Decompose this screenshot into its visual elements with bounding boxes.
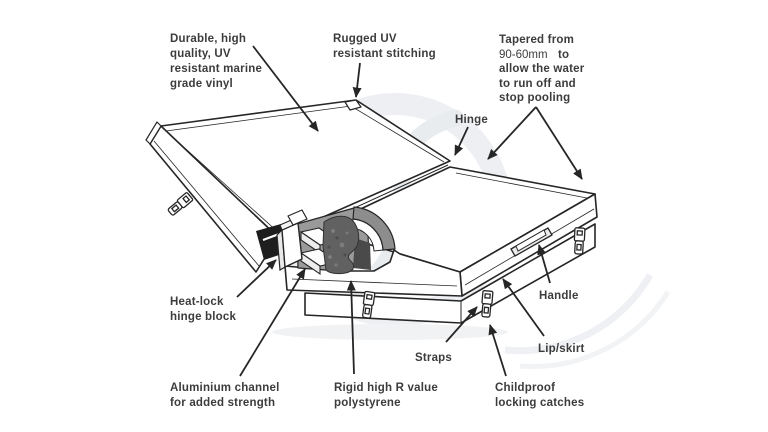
arrow-childproof [488, 324, 507, 377]
cover-left-half [145, 99, 451, 273]
left-panel-cut-end [287, 209, 308, 226]
arrow-lip-skirt [502, 278, 545, 337]
labels: Durable, high quality, UV resistant mari… [170, 33, 588, 409]
corner-end-facet [145, 121, 162, 145]
arrow-tapered-right [535, 106, 583, 180]
label-hinge: Hinge [455, 114, 488, 126]
arrow-stitching [352, 62, 362, 98]
label-uv-stitching: Rugged UV resistant stitching [333, 33, 436, 60]
label-lip-skirt: Lip/skirt [538, 343, 585, 355]
strap-left [167, 192, 194, 216]
ground-shadow [272, 324, 508, 340]
strap-center [362, 290, 376, 319]
arrow-handle [537, 244, 551, 284]
arrow-vinyl [252, 45, 319, 132]
arrow-polystyrene [346, 280, 356, 375]
strap-far-right [573, 227, 586, 255]
label-aluminium-channel: Aluminium channel for added strength [170, 382, 283, 409]
arrow-aluminium [239, 268, 306, 377]
left-half-top-face [160, 99, 451, 238]
polystyrene-foam [322, 215, 360, 275]
cover-right-half [284, 164, 598, 324]
straps [167, 192, 586, 319]
ridge-end-facet [344, 99, 362, 111]
arrow-heat-lock [236, 259, 277, 298]
label-childproof-catches: Childproof locking catches [495, 382, 584, 409]
label-polystyrene: Rigid high R value polystyrene [334, 382, 441, 409]
label-handle: Handle [539, 290, 579, 302]
arrow-hinge [454, 126, 469, 156]
label-straps: Straps [415, 352, 452, 364]
label-tapered: Tapered from 90-60mm to allow the water … [499, 34, 588, 104]
arrow-tapered-left [487, 106, 537, 160]
handle [510, 227, 553, 257]
label-marine-grade-vinyl: Durable, high quality, UV resistant mari… [170, 33, 265, 90]
label-heat-lock-hinge-block: Heat-lock hinge block [170, 296, 236, 323]
leader-arrows [236, 45, 583, 377]
arrow-straps [445, 306, 478, 343]
strap-right-corner [481, 290, 494, 318]
spa-cover [145, 99, 598, 324]
hinge-vinyl-curve [352, 206, 396, 251]
